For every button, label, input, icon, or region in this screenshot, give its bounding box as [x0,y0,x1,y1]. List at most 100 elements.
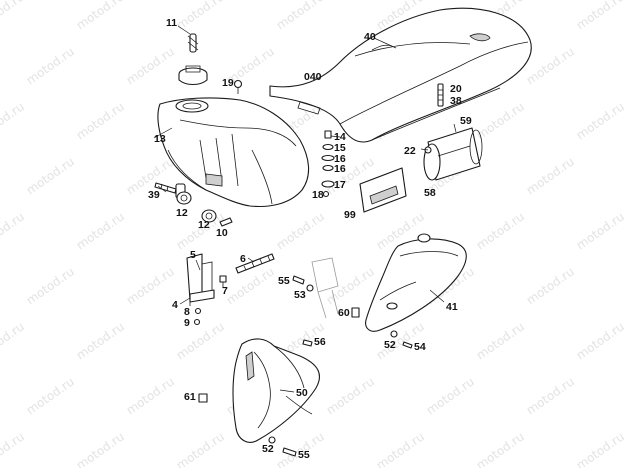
watermark-text: motod.ru [74,209,127,252]
watermark-text: motod.ru [124,264,177,307]
watermark-text: motod.ru [0,319,27,362]
label-part-56: 56 [314,336,326,348]
label-part-13: 13 [154,133,166,145]
side-panel-41-drawing [365,233,467,332]
bracket-drawing [186,253,215,326]
watermark-text: motod.ru [574,429,625,468]
label-part-12-right: 12 [198,219,210,231]
label-part-39: 39 [148,189,160,201]
label-part-11: 11 [166,17,177,29]
screw-19-drawing [233,79,243,94]
label-part-8: 8 [184,306,190,318]
watermark-text: motod.ru [374,429,427,468]
label-part-60: 60 [338,307,350,319]
watermark-text: motod.ru [24,374,77,417]
label-part-22: 22 [404,145,416,157]
washer-stack-drawing [321,130,335,198]
label-part-59: 59 [460,115,472,127]
label-part-58: 58 [424,187,436,199]
fasteners-lower-drawing [198,339,313,457]
leader-lines [153,25,457,393]
label-part-4: 4 [172,299,178,311]
watermark-text: motod.ru [24,154,77,197]
label-part-52-upper: 52 [384,339,396,351]
label-part-50: 50 [296,387,308,399]
label-part-17: 17 [334,179,346,191]
watermark-text: motod.ru [474,319,527,362]
label-part-10: 10 [216,227,228,239]
sticker-99-drawing [359,167,407,213]
label-part-52-lower: 52 [262,443,274,455]
watermark-text: motod.ru [274,209,327,252]
seat-drawing [269,7,532,143]
part-labels: 11 40 040 19 20 38 13 14 15 16 16 17 18 … [148,17,472,461]
watermark-text: motod.ru [324,374,377,417]
label-part-61: 61 [184,391,196,403]
watermark-text: motod.ru [174,319,227,362]
watermark-text: motod.ru [524,264,577,307]
label-part-18: 18 [312,189,324,201]
watermark-text: motod.ru [0,209,27,252]
label-part-99: 99 [344,209,356,221]
watermark-text: motod.ru [474,429,527,468]
label-part-12-left: 12 [176,207,188,219]
watermark-text: motod.ru [574,209,625,252]
label-part-16-upper: 16 [334,153,346,165]
watermark-text: motod.ru [24,44,77,87]
watermark-text: motod.ru [174,429,227,468]
watermark-text: motod.ru [574,99,625,142]
label-part-16-lower: 16 [334,163,346,175]
label-part-40: 40 [364,31,376,43]
watermark-text: motod.ru [224,264,277,307]
rod-6-drawing [235,253,275,274]
label-part-040: 040 [304,71,322,83]
watermark-text: motod.ru [524,44,577,87]
watermark-text: motod.ru [324,264,377,307]
watermark-text: motod.ru [74,319,127,362]
watermark-text: motod.ru [274,0,327,32]
watermark-text: motod.ru [574,319,625,362]
watermark-text: motod.ru [574,0,625,32]
watermark-text: motod.ru [74,99,127,142]
label-part-41: 41 [446,301,458,313]
tool-bag-drawing [423,127,483,181]
watermark-text: motod.ru [174,0,227,32]
label-part-14: 14 [334,131,346,143]
watermark-text: motod.ru [474,99,527,142]
watermark-text: motod.ru [524,374,577,417]
label-part-55-upper: 55 [278,275,290,287]
label-part-53: 53 [294,289,306,301]
fuel-tank-drawing [157,97,310,208]
screw-55-53-drawing [292,275,314,292]
label-part-6: 6 [240,253,246,265]
label-part-9: 9 [184,317,190,329]
watermark-text: motod.ru [74,0,127,32]
bolt-20-38-drawing [437,83,444,107]
filler-cap-drawing [178,33,208,86]
spoiler-50-drawing [232,338,320,443]
pin-10-drawing [219,217,233,227]
label-part-20: 20 [450,83,462,95]
watermark-text: motod.ru [0,0,27,32]
fasteners-52-54-drawing [390,330,413,349]
clip-60-drawing [351,307,360,318]
label-part-5: 5 [190,249,196,261]
watermark-text: motod.ru [524,154,577,197]
label-part-54: 54 [414,341,426,353]
watermark-text: motod.ru [24,264,77,307]
watermark-text: motod.ru [124,374,177,417]
label-part-7: 7 [222,285,228,297]
watermark-text: motod.ru [424,374,477,417]
watermark-text: motod.ru [124,44,177,87]
watermark-text: motod.ru [0,99,27,142]
screw-7-drawing [219,275,227,288]
label-part-55-lower: 55 [298,449,310,461]
rubber-mounts-drawing [176,191,217,223]
label-part-19: 19 [222,77,234,89]
label-part-15: 15 [334,142,346,154]
faint-bracket-drawing [311,257,339,319]
label-part-38: 38 [450,95,462,107]
watermark-text: motod.ru [74,429,127,468]
